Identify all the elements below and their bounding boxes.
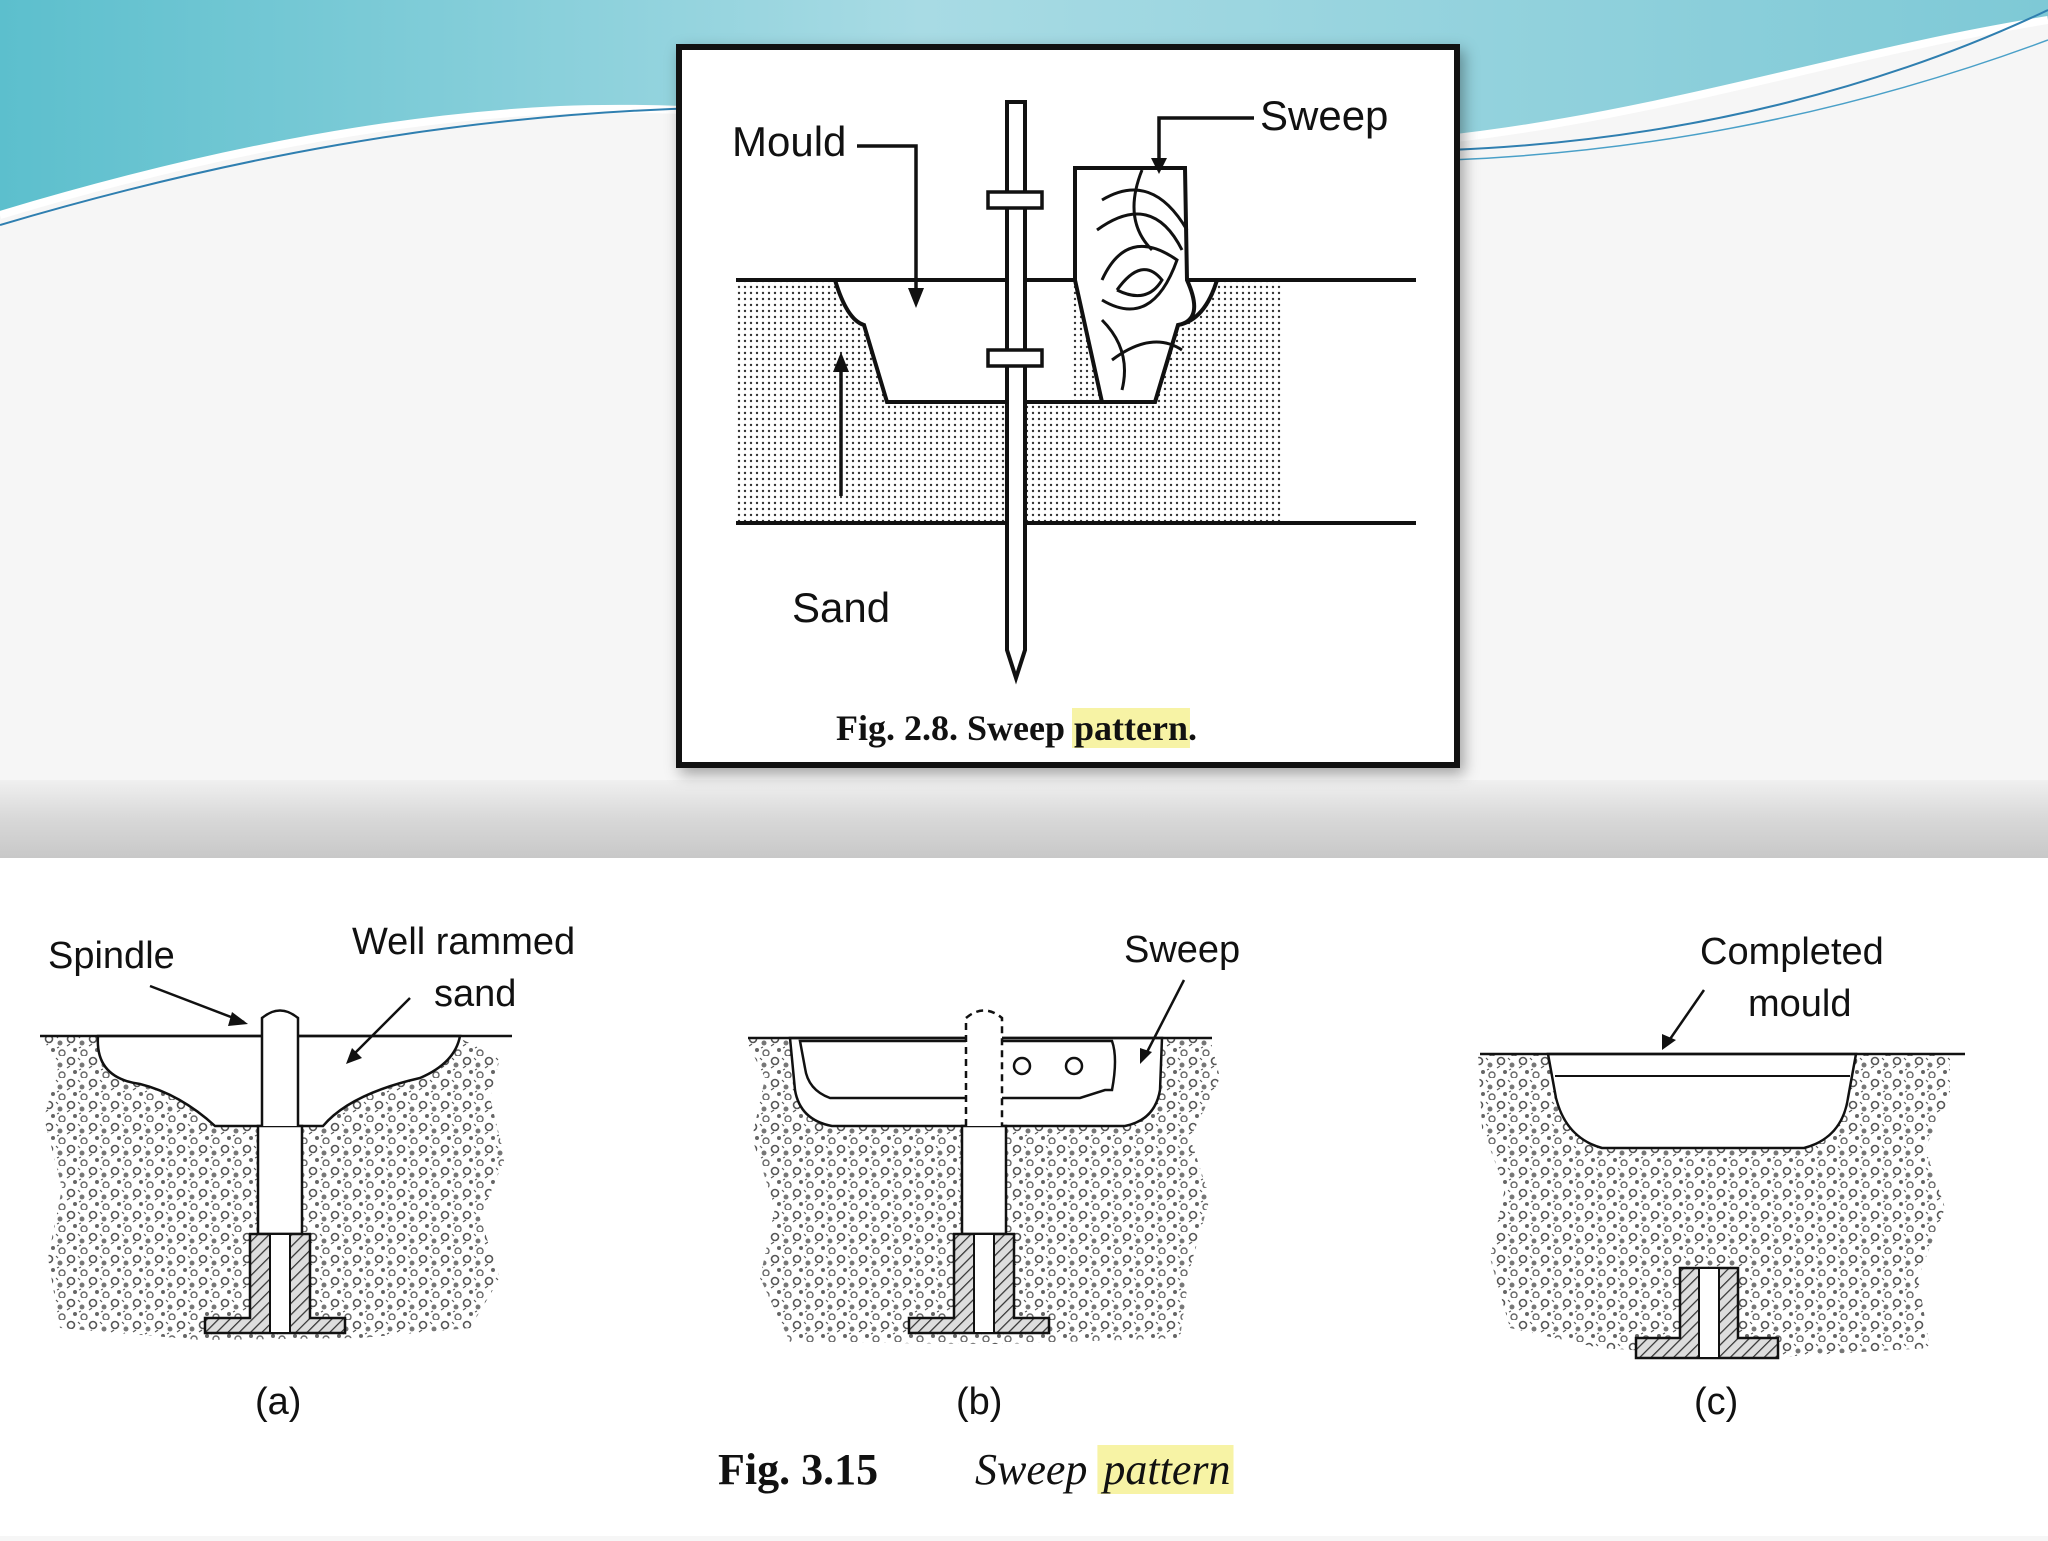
sand-arrow-a: [346, 1048, 362, 1064]
sweep-arrow-b: [1140, 1048, 1152, 1064]
spindle-a: [260, 1009, 300, 1126]
grey-band: [0, 780, 2048, 858]
diagram-c: Completed mould (c): [1478, 931, 1965, 1423]
caption-highlight: pattern: [1074, 708, 1188, 748]
figure-2-8-caption: Fig. 2.8. Sweep pattern.: [836, 708, 1197, 748]
sweep-board-b: [798, 1039, 1117, 1100]
wood-grain: [1096, 169, 1189, 391]
bolt-hole-2: [1064, 1056, 1084, 1076]
spindle-b: [964, 1009, 1004, 1126]
spindle: [986, 100, 1044, 685]
spindle-a-sleeve: [256, 1124, 304, 1236]
spindle-label-a: Spindle: [48, 935, 175, 977]
diagram-a: Spindle Well rammed sand (a): [40, 921, 575, 1423]
figure-3-15-caption: Fig. 3.15 Sweep pattern: [718, 1445, 1234, 1494]
sweep-label-b: Sweep: [1124, 929, 1240, 971]
bolt-hole-1: [1012, 1056, 1032, 1076]
caption-suffix: .: [1188, 708, 1197, 748]
sand-label: Sand: [792, 584, 890, 631]
mould-arrow-c: [1662, 1034, 1676, 1050]
figure-3-15-panel: Spindle Well rammed sand (a) Sweep (b): [0, 858, 2048, 1536]
sand-region: [736, 280, 1283, 523]
caption-highlight-word: pattern: [1100, 1445, 1230, 1494]
sand-arrow-head: [833, 352, 849, 372]
leader-lines: [839, 116, 1254, 496]
tag-b: (b): [956, 1381, 1002, 1423]
caption-highlight-mark-2: [1097, 1445, 1234, 1494]
sweep-pattern-diagram-1: Mould Sweep Sand Fig. 2.8. Sweep pattern…: [732, 92, 1416, 748]
sand-leader-a: [349, 997, 411, 1059]
diagram-b: Sweep (b): [745, 929, 1240, 1423]
tag-c: (c): [1694, 1381, 1738, 1423]
spindle-arrow-a: [228, 1012, 248, 1026]
mould-label-line1-c: Completed: [1700, 931, 1884, 973]
mould-label: Mould: [732, 118, 846, 165]
caption-title: Sweep: [975, 1445, 1087, 1494]
mould-cavity-c: [1546, 1052, 1858, 1150]
sweep-leader-b: [1143, 979, 1186, 1057]
spindle-b-sleeve: [960, 1124, 1008, 1236]
sweep-arrow-head: [1151, 158, 1167, 174]
mould-label-line2-c: mould: [1748, 983, 1852, 1025]
mould-arrow-head: [908, 288, 924, 308]
sand-label-line2-a: sand: [434, 973, 516, 1015]
sand-label-line1-a: Well rammed: [352, 921, 575, 963]
mould-leader-c: [1666, 989, 1706, 1043]
spindle-leader-a: [149, 984, 245, 1024]
figure-2-8-frame: Mould Sweep Sand Fig. 2.8. Sweep pattern…: [676, 44, 1460, 768]
caption-prefix: Fig. 2.8. Sweep: [836, 708, 1074, 748]
sweep-label: Sweep: [1260, 92, 1388, 139]
caption-highlight-mark: [1072, 708, 1190, 748]
tag-a: (a): [255, 1381, 301, 1423]
sweep-pattern-diagram-2: Spindle Well rammed sand (a) Sweep (b): [40, 921, 1965, 1494]
caption-number: Fig. 3.15: [718, 1445, 878, 1494]
